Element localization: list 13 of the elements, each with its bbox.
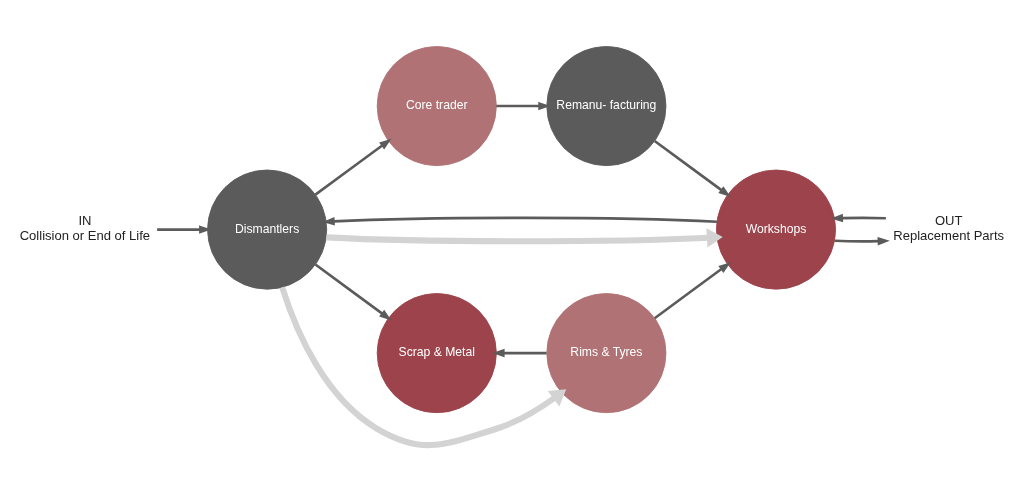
arrow [314,263,392,321]
arrow [326,228,723,248]
node-circle: Remanu- facturing [546,46,667,167]
arrow [492,348,547,358]
node-text: IN Collision or End of Life [19,213,151,244]
arrow [830,213,886,223]
arrow [653,139,731,197]
node-circle: Dismantlers [207,169,328,290]
arrow [653,262,731,320]
arrow [279,286,567,449]
arrow [834,236,890,246]
node-text: OUT Replacement Parts [893,213,1005,244]
arrow [314,138,392,196]
